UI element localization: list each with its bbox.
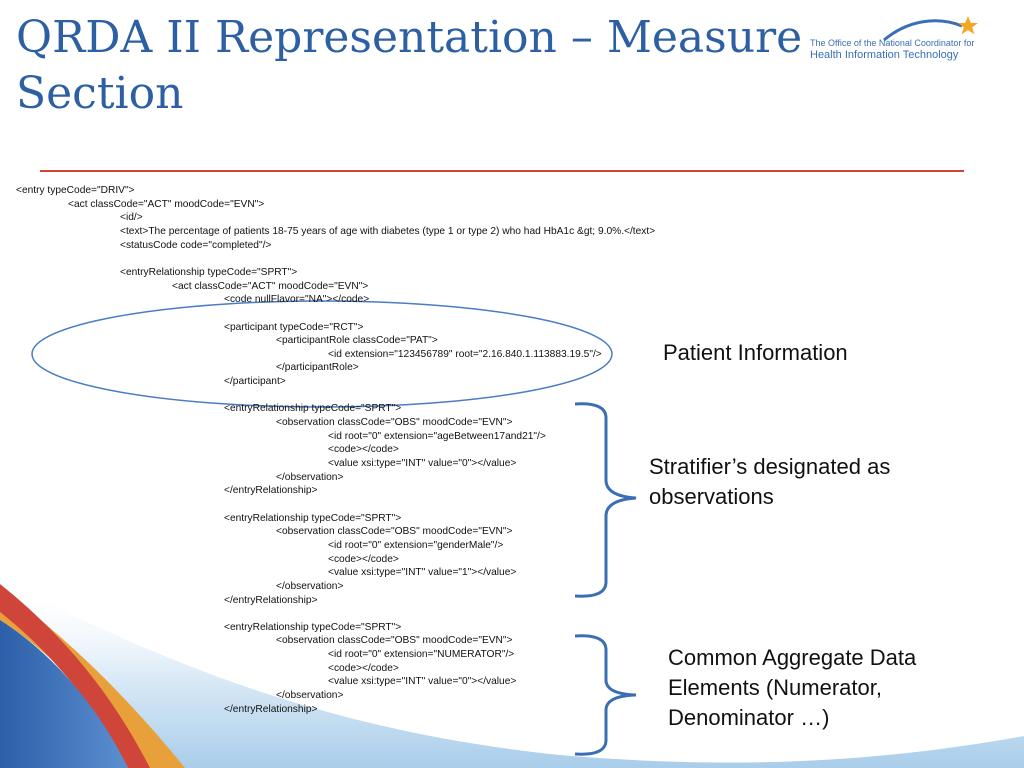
logo-star-swoosh-icon — [883, 16, 978, 42]
decorative-swoosh-background — [0, 580, 1024, 768]
code-line: <entry typeCode="DRIV"> — [16, 185, 135, 196]
title-line-2: Section — [16, 68, 184, 119]
title-divider — [40, 170, 964, 172]
code-line: </observation> — [276, 580, 344, 592]
stratifier-brace-icon — [574, 402, 637, 598]
code-line: <code></code> — [328, 553, 399, 565]
callout-stratifiers-line-1: Stratifier’s designated as — [649, 454, 891, 479]
aggregate-brace-icon — [574, 634, 637, 756]
code-line: <entryRelationship typeCode="SPRT"> — [224, 512, 402, 524]
code-line: </entryRelationship> — [224, 485, 318, 497]
onc-logo: The Office of the National Coordinator f… — [810, 14, 980, 66]
logo-line-2: Health Information Technology — [810, 49, 959, 61]
callout-aggregate-line-1: Common Aggregate Data — [668, 645, 917, 670]
code-line: <act classCode="ACT" moodCode="EVN"> — [172, 280, 369, 292]
callout-stratifiers-line-2: observations — [649, 484, 774, 509]
callout-aggregate-line-3: Denominator …) — [668, 705, 830, 730]
code-line: <id root="0" extension="genderMale"/> — [328, 539, 504, 551]
code-line: <observation classCode="OBS" moodCode="E… — [276, 526, 513, 538]
code-line: <statusCode code="completed"/> — [120, 239, 272, 251]
code-line: <code></code> — [328, 444, 399, 456]
slide-title: QRDA II Representation – Measure Section — [16, 10, 802, 122]
logo-text: The Office of the National Coordinator f… — [810, 38, 974, 62]
patient-info-highlight-ellipse — [31, 300, 613, 408]
callout-patient-information: Patient Information — [663, 338, 848, 368]
logo-line-1: The Office of the National Coordinator f… — [810, 38, 975, 48]
callout-patient-line-1: Patient Information — [663, 340, 848, 365]
callout-aggregate-elements: Common Aggregate Data Elements (Numerato… — [668, 643, 916, 733]
code-line: <observation classCode="OBS" moodCode="E… — [276, 635, 513, 647]
code-line: <participant typeCode="RCT"> — [224, 321, 364, 333]
code-line: </entryRelationship> — [224, 594, 318, 606]
code-line: </participantRole> — [276, 362, 359, 374]
code-line: <act classCode="ACT" moodCode="EVN"> — [68, 198, 265, 210]
code-line: <id extension="123456789" root="2.16.840… — [328, 348, 602, 360]
code-line: </participant> — [224, 376, 286, 388]
code-line: </observation> — [276, 471, 344, 483]
code-line: <observation classCode="OBS" moodCode="E… — [276, 417, 513, 429]
callout-aggregate-line-2: Elements (Numerator, — [668, 675, 882, 700]
title-line-1: QRDA II Representation – Measure — [16, 12, 803, 63]
code-line: <text>The percentage of patients 18-75 y… — [120, 225, 656, 237]
code-line: <value xsi:type="INT" value="0"></value> — [328, 676, 517, 688]
code-line: </entryRelationship> — [224, 703, 318, 715]
code-line: <entryRelationship typeCode="SPRT"> — [224, 403, 402, 415]
code-line: <participantRole classCode="PAT"> — [276, 335, 438, 347]
callout-stratifiers: Stratifier’s designated as observations — [649, 452, 890, 512]
code-line: <entryRelationship typeCode="SPRT"> — [120, 266, 298, 278]
code-line: <entryRelationship typeCode="SPRT"> — [224, 621, 402, 633]
code-line: <id/> — [120, 212, 143, 224]
code-line: <value xsi:type="INT" value="0"></value> — [328, 458, 517, 469]
code-line: <id root="0" extension="ageBetween17and2… — [328, 430, 546, 442]
code-line: <code nullFlavor="NA"></code> — [224, 294, 370, 306]
code-line: <id root="0" extension="NUMERATOR"/> — [328, 649, 515, 661]
code-line: <value xsi:type="INT" value="1"></value> — [328, 567, 517, 579]
code-line: <code></code> — [328, 662, 399, 674]
code-line: </observation> — [276, 690, 344, 702]
